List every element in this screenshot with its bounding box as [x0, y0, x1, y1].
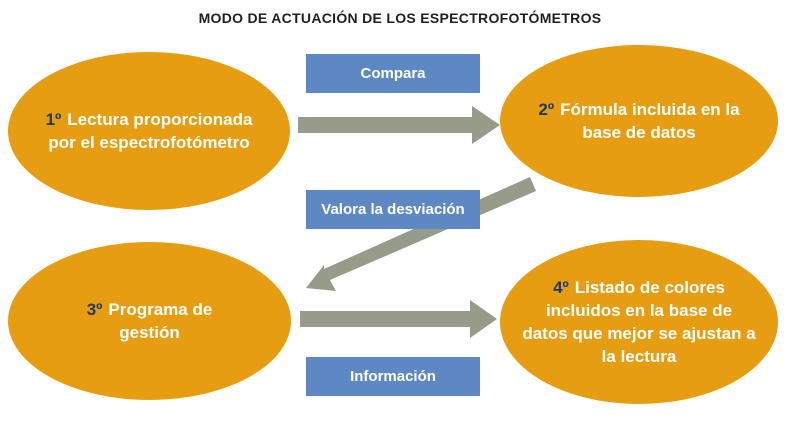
step-3-ellipse: 3º Programa de gestión — [8, 242, 291, 400]
step-3-text: Programa de gestión — [108, 300, 213, 342]
step-2-ellipse: 2º Fórmula incluida en la base de datos — [500, 45, 778, 197]
step-4-text: Listado de colores incluidos en la base … — [522, 278, 756, 366]
step-1-text: Lectura proporcionada por el espectrofot… — [48, 110, 253, 152]
step-2-text: Fórmula incluida en la base de datos — [560, 100, 740, 142]
step-4-number: 4º — [553, 278, 569, 297]
diagram-title: MODO DE ACTUACIÓN DE LOS ESPECTROFOTÓMET… — [198, 10, 602, 26]
step-2-number: 2º — [538, 100, 555, 119]
label-valora-desviacion: Valora la desviación — [306, 190, 480, 229]
arrow-compara — [298, 106, 500, 144]
label-informacion: Información — [306, 357, 480, 396]
step-1-number: 1º — [45, 110, 62, 129]
step-3-number: 3º — [86, 300, 103, 319]
label-compara: Compara — [306, 54, 480, 93]
arrow-informacion — [300, 300, 497, 338]
